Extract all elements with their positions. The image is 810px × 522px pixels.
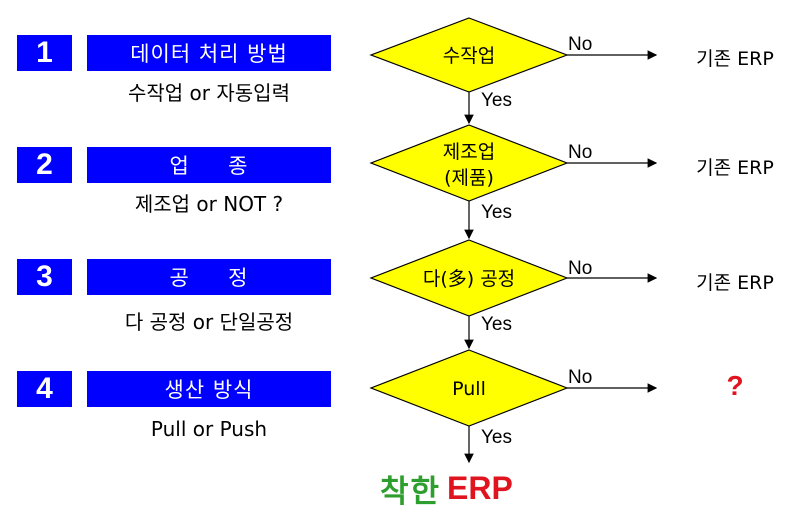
step-3-subtitle: 다 공정 or 단일공정 (124, 310, 294, 334)
step-4-number: 4 (17, 371, 72, 407)
step-1-number: 1 (17, 35, 72, 71)
decision-2-label-line2: (제품) (444, 167, 494, 189)
decision-4-label: Pull (452, 378, 486, 400)
step-3-title: 공 정 (87, 259, 331, 295)
yes-label-4: Yes (481, 427, 512, 448)
decision-1-label: 수작업 (443, 45, 495, 67)
yes-label-2: Yes (481, 202, 512, 223)
step-4-title: 생산 방식 (87, 371, 331, 407)
step-1-subtitle: 수작업 or 자동입력 (128, 81, 290, 105)
no-label-3: No (568, 258, 592, 279)
result-1: 기존 ERP (696, 48, 774, 70)
result-3: 기존 ERP (696, 272, 774, 294)
step-2-subtitle: 제조업 or NOT ? (134, 192, 284, 216)
no-label-1: No (568, 34, 592, 55)
brand-korean: 착한 (380, 473, 442, 510)
no-label-4: No (568, 367, 592, 388)
decision-3-label: 다(多) 공정 (423, 268, 515, 290)
brand-english: ERP (447, 469, 513, 506)
result-2: 기존 ERP (696, 157, 774, 179)
final-brand: 착한 ERP (380, 466, 560, 510)
yes-label-1: Yes (481, 90, 512, 111)
step-1-title: 데이터 처리 방법 (87, 35, 331, 71)
result-4-question-mark: ? (726, 370, 744, 401)
step-4-subtitle: Pull or Push (150, 417, 268, 441)
no-label-2: No (568, 142, 592, 163)
step-2-title: 업 종 (87, 147, 331, 183)
decision-diamond-2 (369, 124, 569, 202)
decision-2-label-line1: 제조업 (443, 141, 495, 163)
step-3-number: 3 (17, 259, 72, 295)
step-2-number: 2 (17, 147, 72, 183)
yes-label-3: Yes (481, 314, 512, 335)
